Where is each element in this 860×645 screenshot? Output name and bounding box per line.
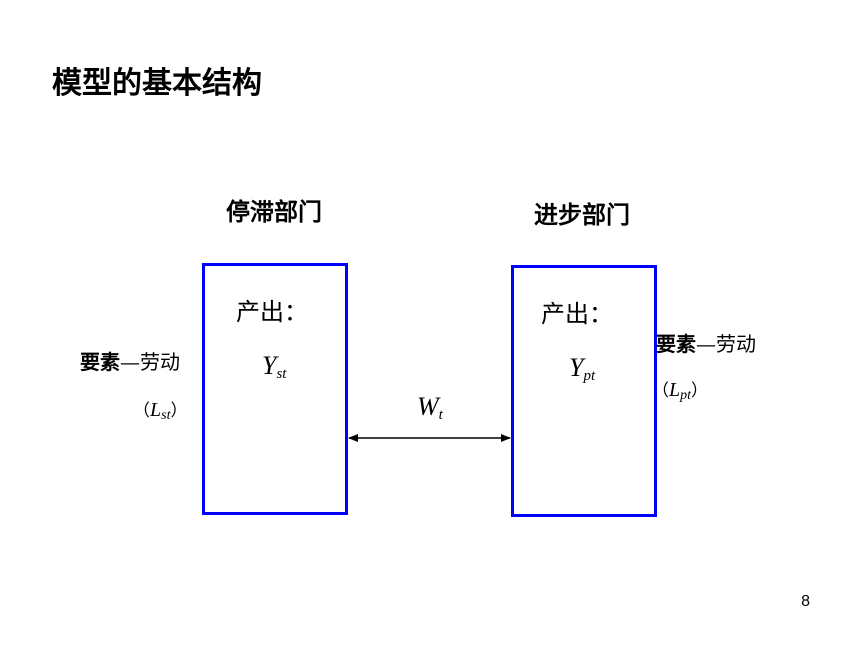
stagnant-factor-label: 要素—劳动 bbox=[80, 346, 180, 375]
progressive-sector-box bbox=[511, 265, 657, 517]
stagnant-labor-input: （Lst） bbox=[133, 396, 187, 424]
stagnant-output-label: 产出： bbox=[236, 298, 308, 326]
progressive-labor-input: （Lpt） bbox=[652, 376, 708, 404]
progressive-factor-label: 要素—劳动 bbox=[656, 328, 756, 357]
progressive-paren-open: （ bbox=[652, 381, 669, 401]
stagnant-labor-sub: st bbox=[161, 408, 171, 423]
progressive-labor-variable: Lpt bbox=[669, 379, 692, 403]
stagnant-output-sub: st bbox=[276, 366, 287, 382]
wage-var: W bbox=[417, 392, 439, 421]
progressive-labor-var: L bbox=[669, 379, 681, 401]
progressive-labor-sub: pt bbox=[680, 388, 692, 403]
progressive-output-variable: Ypt bbox=[569, 353, 595, 385]
stagnant-output-var: Y bbox=[262, 351, 277, 380]
progressive-factor-bold: 要素 bbox=[656, 332, 696, 356]
stagnant-factor-bold: 要素 bbox=[80, 350, 120, 374]
wage-link-label: Wt bbox=[417, 392, 443, 424]
stagnant-paren-close: ） bbox=[170, 401, 188, 421]
stagnant-sector-label: 停滞部门 bbox=[226, 198, 322, 226]
progressive-output-label: 产出： bbox=[541, 300, 613, 328]
page-number: 8 bbox=[801, 593, 810, 610]
progressive-output-sub: pt bbox=[583, 368, 596, 384]
stagnant-paren-open: （ bbox=[133, 401, 150, 421]
page-title: 模型的基本结构 bbox=[52, 66, 262, 101]
stagnant-factor-rest: —劳动 bbox=[120, 350, 180, 374]
progressive-paren-close: ） bbox=[691, 381, 709, 401]
stagnant-labor-var: L bbox=[150, 399, 162, 421]
progressive-factor-rest: —劳动 bbox=[696, 332, 756, 356]
wage-sub: t bbox=[438, 407, 443, 423]
progressive-output-var: Y bbox=[569, 353, 584, 382]
stagnant-output-variable: Yst bbox=[262, 351, 286, 383]
stagnant-sector-box bbox=[202, 263, 348, 515]
stagnant-labor-variable: Lst bbox=[150, 399, 171, 423]
progressive-sector-label: 进步部门 bbox=[534, 201, 630, 229]
